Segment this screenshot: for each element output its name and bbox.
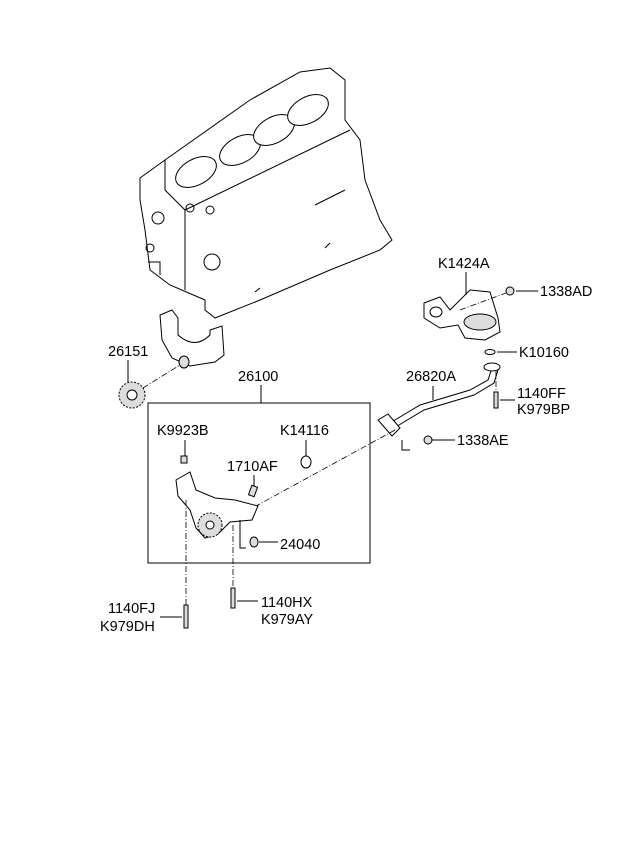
bearing-cap (159, 309, 225, 369)
label-26100: 26100 (238, 369, 278, 385)
label-1710af: 1710AF (227, 459, 278, 475)
sprocket-26151 (118, 364, 181, 409)
label-1140fj: 1140FJ (108, 601, 155, 617)
leader-lines (127, 272, 538, 618)
oil-pump (175, 455, 312, 629)
label-k14116: K14116 (280, 423, 329, 439)
oil-housing (423, 286, 515, 355)
label-k1424a: K1424A (438, 256, 490, 272)
assembly-box-26100 (147, 385, 396, 564)
label-1140ff: 1140FF (517, 386, 566, 402)
label-k979bp: K979BP (517, 402, 570, 418)
label-1338ad: 1338AD (540, 284, 592, 300)
label-24040: 24040 (280, 537, 320, 553)
label-26151: 26151 (108, 344, 148, 360)
label-k9923b: K9923B (157, 423, 209, 439)
label-26820a: 26820A (406, 369, 456, 385)
label-k979ay: K979AY (261, 612, 313, 628)
label-1140hx: 1140HX (261, 595, 313, 611)
engine-block (139, 67, 393, 319)
label-k10160: K10160 (519, 345, 569, 361)
oil-pipe (377, 362, 501, 451)
label-k979dh: K979DH (100, 619, 155, 635)
label-1338ae: 1338AE (457, 433, 509, 449)
